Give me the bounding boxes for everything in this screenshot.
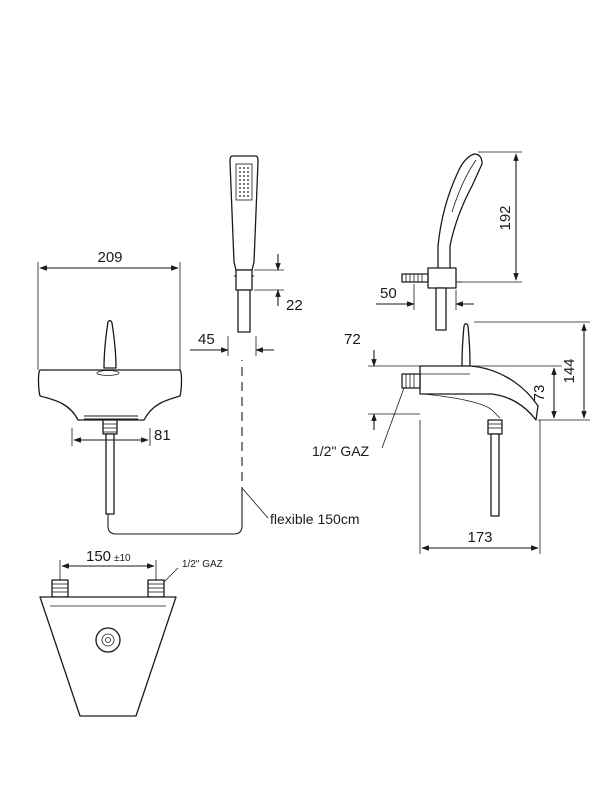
bottom-view: 150 ±10 1/2" GAZ — [39, 548, 223, 717]
dim-spout-drop: 72 — [344, 331, 361, 348]
lever-handle — [103, 319, 117, 369]
dim-handshower-offset: 45 — [198, 331, 215, 348]
outlet-ring — [95, 627, 121, 653]
dim-front-width: 209 — [97, 249, 122, 266]
dim-holder-offset: 50 — [380, 285, 397, 302]
handshower-side-head — [437, 153, 483, 271]
inlet-left — [51, 579, 69, 598]
dim-total-height: 144 — [561, 358, 578, 383]
side-view: 72 73 144 1/2" GAZ 173 — [312, 321, 590, 554]
side-lever — [461, 323, 471, 367]
inlet-right — [147, 579, 165, 598]
handshower-front: 22 45 flexible 150cm — [190, 155, 360, 527]
handshower-holder — [427, 267, 457, 289]
handshower-head — [229, 155, 259, 271]
dim-body-height: 73 — [531, 385, 548, 402]
handshower-side: 192 50 — [376, 151, 522, 331]
label-thread-inlet: 1/2" GAZ — [182, 559, 223, 570]
dim-inlet-tolerance: ±10 — [114, 553, 131, 564]
dim-projection: 173 — [467, 529, 492, 546]
dim-spout-offset: 81 — [154, 427, 171, 444]
dim-inlet-spacing: 150 — [86, 548, 111, 565]
label-thread-side: 1/2" GAZ — [312, 443, 370, 459]
label-flexible: flexible 150cm — [270, 511, 360, 527]
faucet-body-front — [37, 369, 183, 421]
front-view: 209 81 — [37, 249, 243, 535]
base-plate — [39, 596, 177, 717]
dim-connector-height: 22 — [286, 297, 303, 314]
faucet-body-side — [419, 365, 539, 421]
dim-handshower-height: 192 — [497, 205, 514, 230]
spray-nozzles — [239, 167, 249, 197]
